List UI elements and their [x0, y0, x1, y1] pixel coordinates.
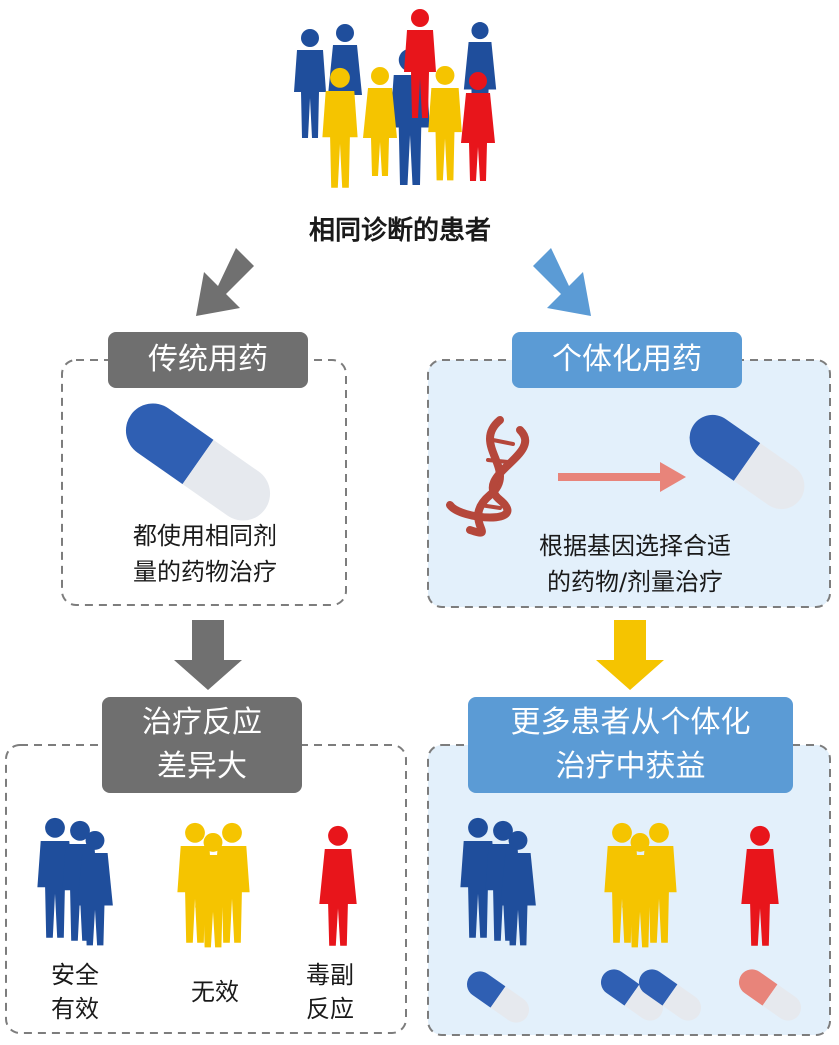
variance-label-line1: 治疗反应	[142, 705, 262, 740]
group-toxic-line2: 反应	[306, 995, 354, 1023]
variance-label: 治疗反应 差异大	[102, 697, 302, 793]
personalized-caption-line2: 的药物/剂量治疗	[546, 568, 724, 596]
capsule-icon	[467, 971, 529, 1023]
people-group-icon	[177, 822, 250, 948]
arrow-down-icon	[596, 620, 664, 690]
arrow-right-icon	[558, 462, 686, 492]
traditional-caption-line2: 量的药物治疗	[133, 558, 277, 586]
capsule-icon	[689, 414, 805, 510]
capsule-icon	[639, 969, 701, 1021]
people-group-icon	[319, 825, 357, 946]
personalized-caption-line1: 根据基因选择合适	[539, 532, 731, 560]
group-toxic-line1: 毒副	[306, 961, 354, 989]
variance-label-line2: 差异大	[157, 749, 247, 784]
traditional-caption-line1: 都使用相同剂	[133, 522, 277, 550]
benefit-label-line1: 更多患者从个体化	[510, 705, 751, 740]
group-safe-line2: 有效	[51, 995, 99, 1023]
capsule-icon	[125, 403, 271, 521]
top-title: 相同诊断的患者	[308, 216, 491, 246]
arrow-down-icon	[533, 248, 591, 316]
benefit-label: 更多患者从个体化 治疗中获益	[468, 697, 793, 793]
capsule-icon	[601, 969, 663, 1021]
personalized-label: 个体化用药	[512, 332, 742, 388]
people-group-icon	[294, 9, 497, 188]
benefit-label-line2: 治疗中获益	[555, 749, 706, 784]
capsule-icon	[739, 969, 801, 1021]
group-ineffective-label: 无效	[191, 978, 239, 1006]
arrow-down-icon	[174, 620, 242, 690]
group-safe-line1: 安全	[51, 961, 99, 989]
traditional-label: 传统用药	[108, 332, 308, 388]
arrow-down-icon	[196, 248, 254, 316]
people-group-icon	[37, 817, 113, 946]
dna-icon	[446, 416, 530, 537]
